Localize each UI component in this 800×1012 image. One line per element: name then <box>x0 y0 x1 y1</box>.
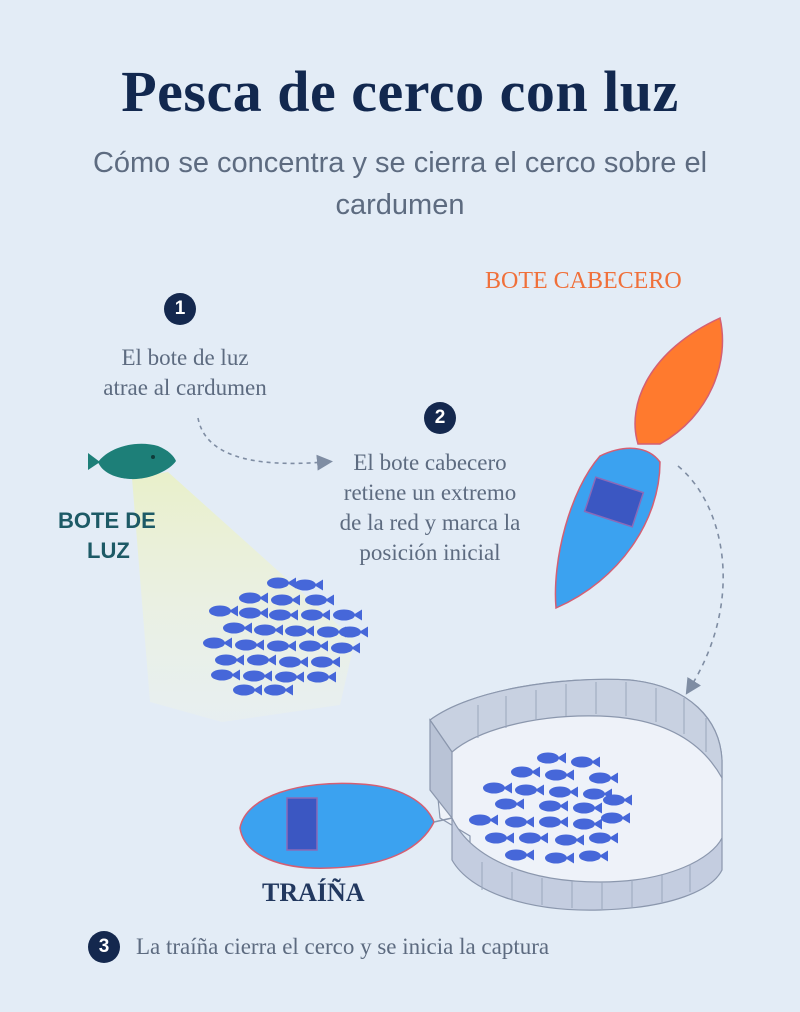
step-2-text-line1: El bote cabecero <box>353 450 507 475</box>
seiner-label: TRAÍÑA <box>262 878 365 907</box>
step-2-text-line3: de la red y marca la <box>339 510 521 535</box>
step-2-badge: 2 <box>424 402 456 434</box>
page-subtitle: Cómo se concentra y se cierra el cerco s… <box>92 147 708 221</box>
arrow-headboat-to-net <box>677 465 724 695</box>
light-boat-label-line2: LUZ <box>87 538 130 563</box>
seiner-boat <box>239 782 453 869</box>
light-boat-label-line1: BOTE DE <box>58 508 156 533</box>
step-3-text: La traíña cierra el cerco y se inicia la… <box>136 934 550 959</box>
step-2-text: El bote cabecero retiene un extremo de l… <box>305 448 555 568</box>
step-2-text-line2: retiene un extremo <box>343 480 517 505</box>
light-boat <box>88 443 176 480</box>
step-3-badge: 3 <box>88 931 120 963</box>
head-boat-label: BOTE CABECERO <box>485 268 682 294</box>
arrow-step1-to-step2 <box>197 417 333 471</box>
step-1-text-line1: El bote de luz <box>121 345 249 370</box>
head-boat <box>554 316 724 610</box>
step-1-badge: 1 <box>164 293 196 325</box>
step-1-text: El bote de luz atrae al cardumen <box>70 343 300 403</box>
seiner-cabin <box>286 797 318 851</box>
head-boat-cabin <box>583 476 645 528</box>
light-boat-label: BOTE DE LUZ <box>58 506 156 566</box>
page-title: Pesca de cerco con luz <box>121 59 679 124</box>
step-1-text-line2: atrae al cardumen <box>103 375 267 400</box>
step-2-text-line4: posición inicial <box>359 540 501 565</box>
